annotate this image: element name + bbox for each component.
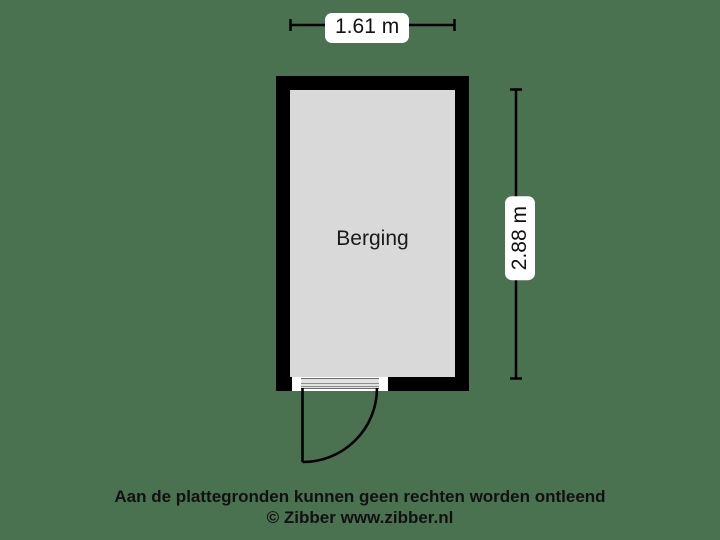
footer-line-1: Aan de plattegronden kunnen geen rechten… — [114, 487, 606, 506]
room-floor-berging — [290, 90, 455, 377]
room-label-berging: Berging — [336, 227, 409, 250]
dimension-label-height: 2.88 m — [505, 196, 535, 281]
door-swing-icon — [301, 387, 379, 464]
footer-disclaimer: Aan de plattegronden kunnen geen rechten… — [0, 486, 720, 528]
door-threshold — [301, 378, 379, 389]
dimension-label-width: 1.61 m — [325, 13, 410, 43]
footer-line-2: © Zibber www.zibber.nl — [266, 508, 454, 527]
